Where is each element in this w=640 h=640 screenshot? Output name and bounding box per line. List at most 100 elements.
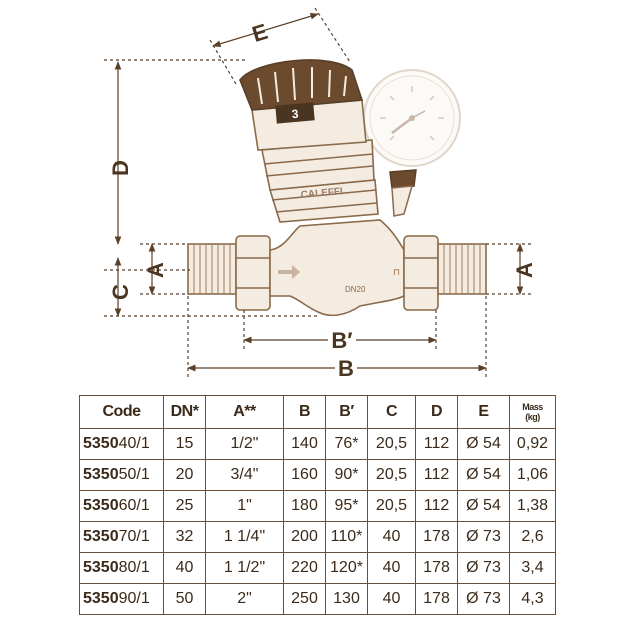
valve-head [239,59,379,223]
cell-e: Ø 73 [457,583,510,615]
cell-dn: 40 [163,552,206,584]
valve-diagram: DN20 ⊓ 3 CALEFFI [104,7,537,381]
code-prefix: 5350 [83,466,119,483]
cell-b: 250 [283,583,326,615]
cell-mass: 0,92 [509,428,556,460]
cell-d: 178 [415,552,458,584]
cell-mass: 1,06 [509,459,556,491]
cell-b: 180 [283,490,326,522]
header-a: A** [205,395,284,429]
cell-mass: 1,38 [509,490,556,522]
header-b: B [283,395,326,429]
dim-label-e: E [249,19,270,47]
cell-code: 535090/1 [79,583,164,615]
cell-b: 200 [283,521,326,553]
code-prefix: 5350 [83,435,119,452]
brand-marking: CALEFFI [300,186,343,201]
cell-mass: 3,4 [509,552,556,584]
cell-a: 1" [205,490,284,522]
dim-label-c: C [108,284,133,300]
cell-dn: 25 [163,490,206,522]
table-header-row: Code DN* A** B B′ C D E Mass (kg) [79,395,556,429]
cell-code: 535080/1 [79,552,164,584]
cell-code: 535040/1 [79,428,164,460]
cell-d: 112 [415,428,458,460]
cell-dn: 32 [163,521,206,553]
code-prefix: 5350 [83,497,119,514]
pressure-gauge [363,69,461,167]
cell-mass: 2,6 [509,521,556,553]
code-suffix: 80/1 [118,559,150,576]
header-dn: DN* [163,395,206,429]
cell-a: 3/4" [205,459,284,491]
dim-label-d: D [108,160,133,176]
dimensions-table: Code DN* A** B B′ C D E Mass (kg) 535040… [79,395,556,615]
cell-dn: 15 [163,428,206,460]
cell-bp: 95* [325,490,368,522]
code-prefix: 5350 [83,528,119,545]
cell-b: 140 [283,428,326,460]
cell-bp: 76* [325,428,368,460]
cell-e: Ø 73 [457,521,510,553]
dim-label-b-prime: B′ [331,328,352,353]
header-mass-line1: Mass [522,402,543,412]
cell-e: Ø 54 [457,490,510,522]
cell-c: 20,5 [367,459,416,491]
valve-body [187,219,487,317]
header-d: D [415,395,458,429]
cell-c: 20,5 [367,490,416,522]
cell-d: 178 [415,583,458,615]
knob-scale: 3 [291,107,299,122]
header-mass: Mass (kg) [509,395,556,429]
cell-bp: 130 [325,583,368,615]
cell-mass: 4,3 [509,583,556,615]
header-e: E [457,395,510,429]
cell-b: 160 [283,459,326,491]
header-c: C [367,395,416,429]
cell-d: 112 [415,490,458,522]
cell-a: 1 1/2" [205,552,284,584]
cell-c: 20,5 [367,428,416,460]
cell-code: 535050/1 [79,459,164,491]
cell-code: 535060/1 [79,490,164,522]
cell-b: 220 [283,552,326,584]
cell-dn: 20 [163,459,206,491]
cell-d: 112 [415,459,458,491]
cell-bp: 110* [325,521,368,553]
code-prefix: 5350 [83,559,119,576]
cell-a: 1/2" [205,428,284,460]
code-prefix: 5350 [83,590,119,607]
cell-c: 40 [367,552,416,584]
cell-bp: 120* [325,552,368,584]
dim-label-a-right: A [512,262,537,278]
header-mass-line2: (kg) [525,412,540,422]
cell-d: 178 [415,521,458,553]
header-code: Code [79,395,164,429]
cell-a: 2" [205,583,284,615]
cell-a: 1 1/4" [205,521,284,553]
cell-c: 40 [367,583,416,615]
cell-e: Ø 54 [457,459,510,491]
code-suffix: 90/1 [118,590,150,607]
svg-text:⊓: ⊓ [393,267,400,277]
cell-dn: 50 [163,583,206,615]
header-b-prime: B′ [325,395,368,429]
cell-c: 40 [367,521,416,553]
gauge-connector [389,169,417,217]
code-suffix: 40/1 [118,435,150,452]
cell-code: 535070/1 [79,521,164,553]
cell-e: Ø 54 [457,428,510,460]
cell-e: Ø 73 [457,552,510,584]
size-marking: DN20 [345,285,366,294]
code-suffix: 50/1 [118,466,150,483]
dim-label-b: B [338,356,354,381]
code-suffix: 60/1 [118,497,150,514]
cell-bp: 90* [325,459,368,491]
dim-label-a-left: A [143,262,168,278]
